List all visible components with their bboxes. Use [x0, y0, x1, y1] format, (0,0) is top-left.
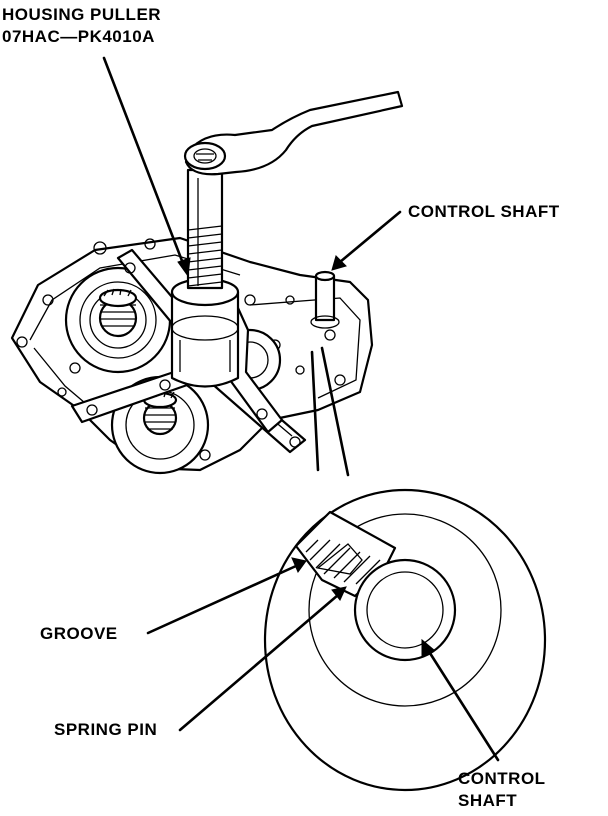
- mainshaft-bearing: [64, 266, 172, 374]
- control-shaft-bottom-line2: SHAFT: [458, 791, 518, 810]
- control-shaft-part: [310, 270, 340, 329]
- housing-puller-name: HOUSING PULLER: [2, 5, 162, 24]
- leader-spring-pin: [178, 586, 347, 732]
- leader-control-shaft-bottom: [421, 638, 500, 762]
- control-shaft-bottom-label: CONTROL SHAFT: [458, 768, 546, 812]
- spring-pin-label: SPRING PIN: [54, 720, 158, 739]
- leader-housing-puller: [102, 56, 191, 278]
- control-shaft-bottom-line1: CONTROL: [458, 769, 546, 788]
- housing-puller-tool: [70, 90, 404, 454]
- detail-callout: [263, 346, 547, 792]
- control-shaft-top-label: CONTROL SHAFT: [408, 202, 560, 221]
- housing-puller-label: HOUSING PULLER 07HAC—PK4010A: [2, 4, 161, 48]
- housing-puller-part-number: 07HAC—PK4010A: [2, 27, 155, 46]
- groove-label: GROOVE: [40, 624, 118, 643]
- leader-control-shaft-top: [331, 210, 402, 271]
- leader-groove: [146, 557, 307, 635]
